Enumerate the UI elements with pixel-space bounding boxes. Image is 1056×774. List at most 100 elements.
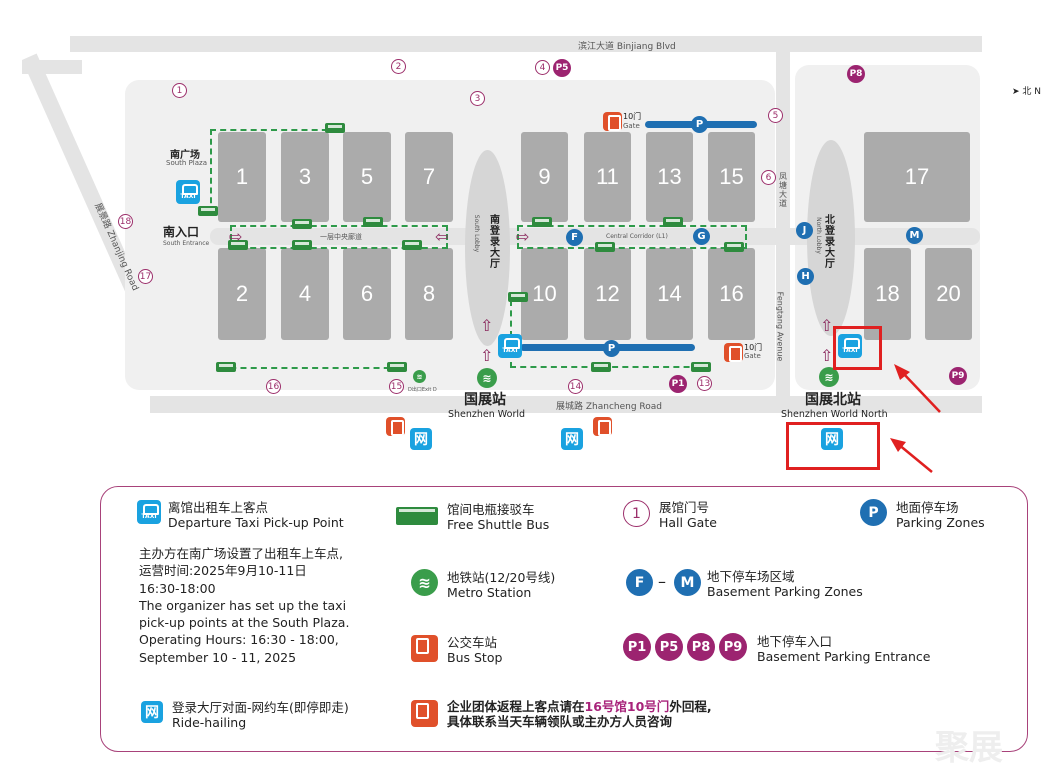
gate-5[interactable]: 5: [768, 108, 783, 123]
entrance-arrow-icon: ⇨: [229, 227, 243, 246]
hall-5[interactable]: 5: [343, 132, 391, 222]
station-north-cn: 国展北站: [805, 392, 861, 408]
hall-2[interactable]: 2: [218, 248, 266, 340]
parking-entrance-p9[interactable]: P9: [949, 367, 967, 385]
legend-metro-en: Metro Station: [447, 585, 532, 600]
basement-zone-g[interactable]: G: [693, 228, 710, 245]
hall-11[interactable]: 11: [584, 132, 631, 222]
hall-14[interactable]: 14: [646, 248, 693, 340]
parking-entrance-p5[interactable]: P5: [553, 59, 571, 77]
legend-bz-en: Basement Parking Zones: [707, 584, 863, 599]
legend-pe-en: Basement Parking Entrance: [757, 649, 931, 664]
gate-13[interactable]: 13: [697, 376, 712, 391]
highlight-arrows: [890, 364, 941, 473]
gate-3[interactable]: 3: [470, 91, 485, 106]
legend-gate-cn: 展馆门号: [659, 500, 710, 515]
hall-4[interactable]: 4: [281, 248, 329, 340]
legend-taxi-cn: 离馆出租车上客点: [168, 500, 269, 515]
south-plaza-cn: 南广场: [170, 150, 200, 161]
legend-note-line: pick-up points at the South Plaza.: [139, 615, 350, 631]
south-entrance-cn: 南入口: [163, 225, 200, 239]
ride-hailing-north-icon[interactable]: 网: [821, 428, 843, 450]
legend-gate-icon: 1: [623, 500, 650, 527]
legend-zone-f-icon: F: [626, 569, 653, 596]
gate10-north-en: Gate: [623, 122, 640, 130]
taxi-south-lobby-icon[interactable]: TAXI: [498, 334, 522, 358]
arrow-line: [897, 443, 933, 473]
legend-ride-cn: 登录大厅对面-网约车(即停即走): [172, 700, 349, 715]
highlight-box-taxi: [833, 326, 882, 370]
shuttle-bus-icon: [691, 362, 711, 372]
taxi-north-lobby-icon[interactable]: TAXI: [838, 334, 862, 358]
ride-hailing-icon[interactable]: 网: [561, 428, 583, 450]
fengtang-en-label: Fengtang Avenue: [775, 291, 785, 362]
gate-6[interactable]: 6: [761, 170, 776, 185]
hall-18[interactable]: 18: [864, 248, 911, 340]
hall-17[interactable]: 17: [864, 132, 970, 222]
entrance-arrow-icon: ⇧: [480, 316, 494, 335]
basement-zone-j[interactable]: J: [796, 222, 813, 239]
gate-16[interactable]: 16: [266, 379, 281, 394]
south-lobby-cn: 南登录大厅: [490, 215, 500, 270]
basement-zone-f[interactable]: F: [566, 229, 583, 246]
station-north-en: Shenzhen World North: [781, 409, 888, 420]
basement-zone-h[interactable]: H: [797, 268, 814, 285]
basement-zone-m[interactable]: M: [906, 227, 923, 244]
west-road: [22, 60, 82, 74]
parking-zone-p[interactable]: P: [603, 340, 620, 357]
gate10-bus-south: [724, 343, 743, 362]
parking-entrance-p1[interactable]: P1: [669, 375, 687, 393]
binjiang-label: 滨江大道 Binjiang Blvd: [578, 42, 676, 52]
shuttle-bus-icon: [325, 123, 345, 133]
hall-13[interactable]: 13: [646, 132, 693, 222]
hall-10[interactable]: 10: [521, 248, 568, 340]
shuttle-route-south: [210, 129, 338, 213]
shuttle-bus-icon: [387, 362, 407, 372]
legend-note-line: 主办方在南广场设置了出租车上车点,: [139, 546, 343, 561]
hall-12[interactable]: 12: [584, 248, 631, 340]
hall-20[interactable]: 20: [925, 248, 972, 340]
legend-parking-icon: P: [860, 499, 887, 526]
hall-9[interactable]: 9: [521, 132, 568, 222]
hall-1[interactable]: 1: [218, 132, 266, 222]
south-entrance-en: South Entrance: [163, 240, 210, 247]
gate-4[interactable]: 4: [535, 60, 550, 75]
legend-ride-icon: 网: [141, 701, 163, 723]
gate-17[interactable]: 17: [138, 269, 153, 284]
legend-group-line2: 具体联系当天车辆领队或主办方人员咨询: [447, 714, 673, 729]
gate-15[interactable]: 15: [389, 379, 404, 394]
metro-north-icon: ≋: [819, 367, 839, 387]
gate-18[interactable]: 18: [118, 214, 133, 229]
legend-ride: 登录大厅对面-网约车(即停即走)Ride-hailing: [172, 700, 349, 730]
gate-14[interactable]: 14: [568, 379, 583, 394]
shuttle-bus-icon: [508, 292, 528, 302]
hall-3[interactable]: 3: [281, 132, 329, 222]
parking-zone-p[interactable]: P: [691, 116, 708, 133]
hall-16[interactable]: 16: [708, 248, 755, 340]
south-plaza-en: South Plaza: [166, 159, 207, 167]
ride-hailing-icon[interactable]: 网: [410, 428, 432, 450]
north-lobby: [807, 140, 855, 336]
taxi-south-plaza-icon[interactable]: TAXI: [176, 180, 200, 204]
hall-6[interactable]: 6: [343, 248, 391, 340]
entrance-arrow-icon: ⇧: [820, 346, 834, 365]
hall-7[interactable]: 7: [405, 132, 453, 222]
dash-separator: –: [658, 572, 666, 591]
parking-entrance-p8[interactable]: P8: [847, 65, 865, 83]
gate-1[interactable]: 1: [172, 83, 187, 98]
hall-8[interactable]: 8: [405, 248, 453, 340]
shuttle-bus-icon: [363, 217, 383, 227]
legend-panel: [100, 486, 1028, 752]
legend-note-line: 运营时间:2025年9月10-11日: [139, 563, 307, 579]
shuttle-bus-icon: [663, 217, 683, 227]
hall-15[interactable]: 15: [708, 132, 755, 222]
corridor-en: Central Corridor (L1): [606, 233, 668, 240]
north-lobby-cn: 北登录大厅: [825, 215, 835, 270]
gate-2[interactable]: 2: [391, 59, 406, 74]
legend-group-bus-icon: [411, 700, 438, 727]
